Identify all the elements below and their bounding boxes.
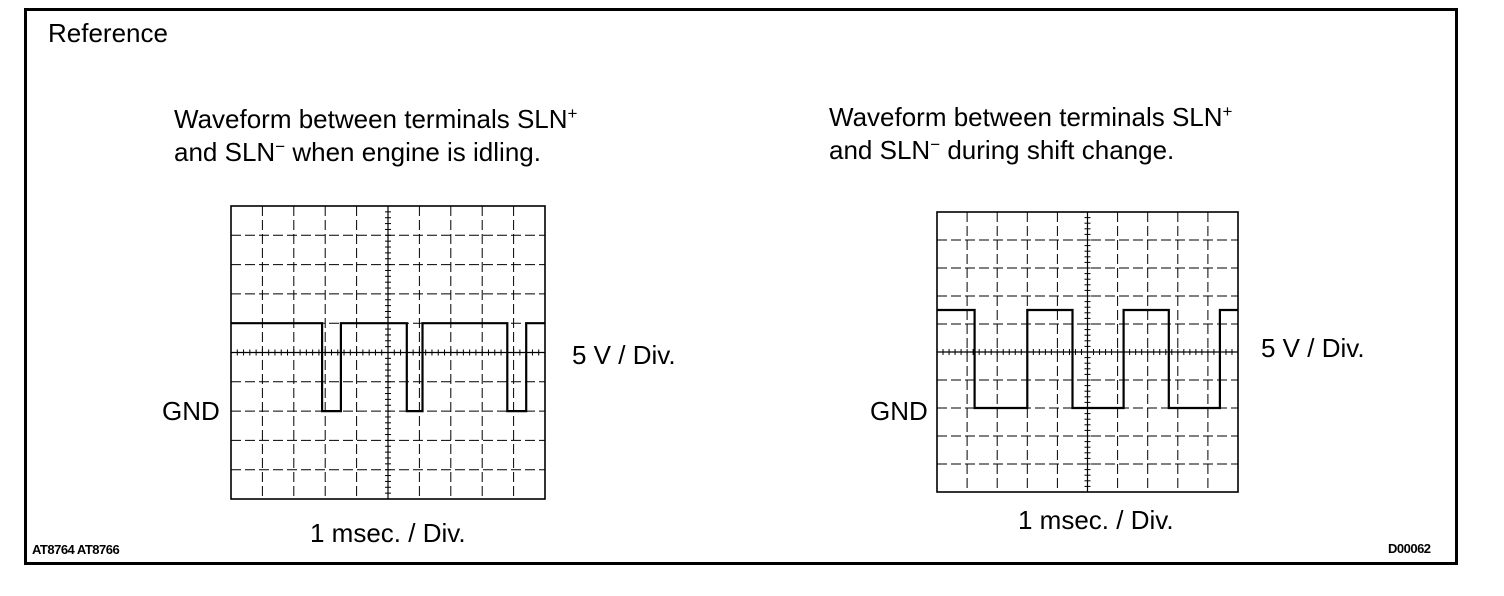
reference-title: Reference [48,18,168,48]
right-volt-label: 5 V / Div. [1261,333,1365,363]
left-caption-minus: − [275,137,286,156]
left-time-label: 1 msec. / Div. [310,518,466,548]
right-caption-plus: + [1222,102,1233,121]
left-caption-line2a: and SLN [174,137,276,167]
left-gnd-label: GND [162,396,220,426]
left-scope-border [230,205,546,500]
footer-left-code: AT8764 AT8766 [32,542,120,557]
right-caption: Waveform between terminals SLN+ and SLN−… [829,101,1232,167]
left-caption: Waveform between terminals SLN+ and SLN−… [174,103,577,169]
left-caption-line1: Waveform between terminals SLN [174,104,568,134]
right-caption-line1: Waveform between terminals SLN [829,102,1223,132]
right-waveform [937,308,1238,410]
right-gnd-label: GND [870,396,928,426]
left-caption-line2b: when engine is idling. [285,137,541,167]
left-waveform [231,322,545,413]
right-caption-line2a: and SLN [829,135,931,165]
footer-right-code: D00062 [1388,541,1431,556]
left-caption-plus: + [567,104,578,123]
figure-frame [24,8,1458,565]
right-scope-border [936,211,1239,493]
right-time-label: 1 msec. / Div. [1018,505,1174,535]
right-caption-line2b: during shift change. [940,135,1175,165]
left-volt-label: 5 V / Div. [572,340,676,370]
right-caption-minus: − [930,135,941,154]
